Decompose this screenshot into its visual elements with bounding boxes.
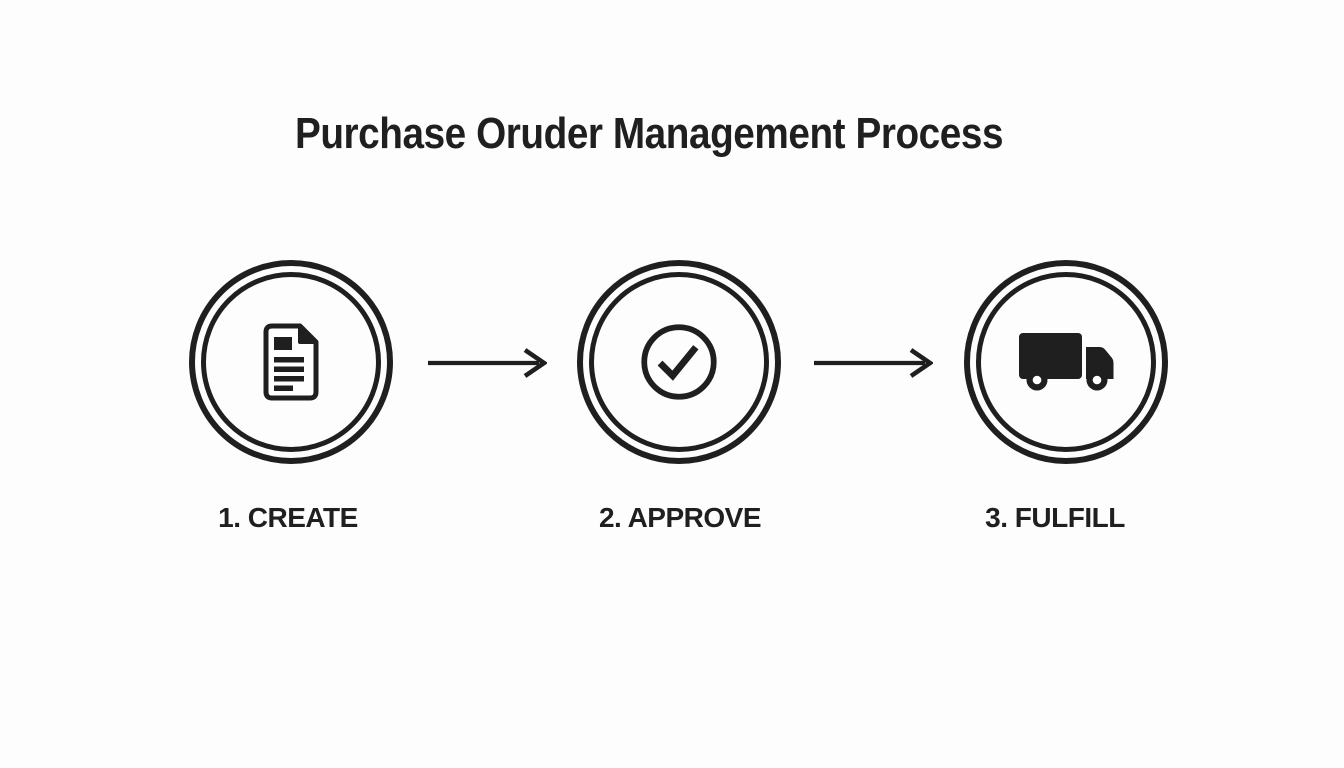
step-circle-fulfill bbox=[964, 260, 1168, 464]
step-circle-create bbox=[189, 260, 393, 464]
step-label-fulfill: 3. FULFILL bbox=[985, 502, 1125, 533]
truck-icon bbox=[1018, 332, 1114, 392]
step-label-create: 1. CREATE bbox=[218, 502, 358, 533]
document-icon bbox=[257, 322, 325, 402]
checkmark-circle-icon bbox=[639, 322, 719, 402]
step-circle-approve bbox=[577, 260, 781, 464]
arrow-right-icon bbox=[427, 348, 547, 378]
diagram-title: Purchase Oruder Management Process bbox=[294, 109, 1004, 158]
step-label-approve: 2. APPROVE bbox=[598, 502, 762, 533]
arrow-right-icon bbox=[813, 348, 933, 378]
